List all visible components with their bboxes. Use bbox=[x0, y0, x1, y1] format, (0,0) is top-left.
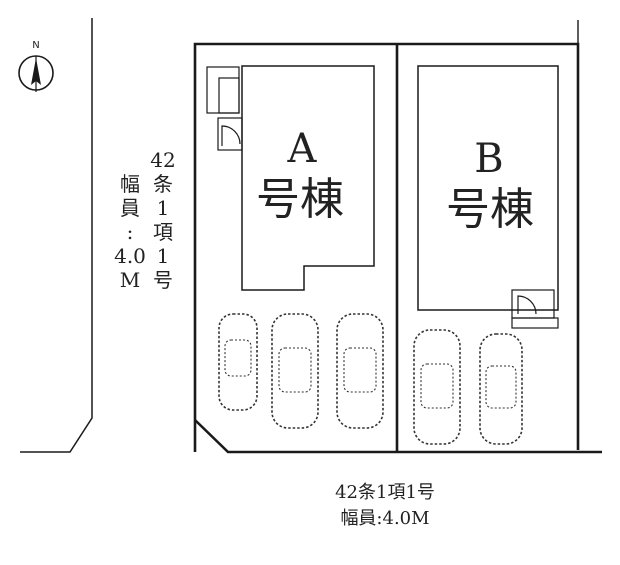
road-label-char: M bbox=[119, 268, 141, 292]
road-label-char: 員 bbox=[120, 196, 140, 220]
building-a-outline bbox=[241, 65, 375, 291]
left-road-label-col1: 42 条 1 項 1 号 bbox=[146, 148, 180, 292]
road-label-char: 1 bbox=[156, 196, 170, 220]
building-b-outline bbox=[417, 65, 559, 311]
parking-car bbox=[271, 313, 319, 429]
road-boundary-line bbox=[20, 18, 93, 453]
building-a-porch bbox=[206, 66, 240, 114]
parking-car bbox=[218, 313, 258, 411]
site-boundary bbox=[193, 42, 580, 452]
parking-car bbox=[413, 329, 461, 445]
site-bottom-line bbox=[194, 419, 602, 454]
compass-north-label: N bbox=[32, 40, 39, 51]
road-label-char: 幅 bbox=[120, 172, 140, 196]
building-a-door-swing bbox=[221, 125, 241, 146]
building-b-step bbox=[511, 317, 559, 329]
building-b-door-swing bbox=[517, 295, 537, 315]
road-label-char: : bbox=[126, 220, 134, 244]
road-label-char: 項 bbox=[153, 220, 173, 244]
building-a-letter: A bbox=[287, 126, 318, 172]
bottom-road-label-line1: 42条1項1号 bbox=[335, 482, 435, 503]
left-road-label-col2: 幅 員 : 4.0 M bbox=[110, 172, 150, 292]
parking-car bbox=[479, 333, 523, 445]
building-a-name: 号棟 bbox=[256, 174, 344, 225]
road-label-char: 42 bbox=[150, 148, 176, 172]
road-label-char: 4.0 bbox=[114, 244, 146, 268]
parking-car bbox=[336, 313, 384, 429]
building-b-letter: B bbox=[474, 136, 503, 182]
road-label-char: 条 bbox=[153, 172, 173, 196]
building-a-porch-inner bbox=[218, 77, 240, 114]
bottom-road-label-line2: 幅員:4.0M bbox=[340, 508, 430, 529]
road-label-char: 1 bbox=[156, 244, 170, 268]
building-a-door bbox=[217, 117, 243, 151]
north-arrow-icon: N bbox=[18, 40, 54, 92]
building-b-name: 号棟 bbox=[446, 184, 534, 235]
road-label-char: 号 bbox=[153, 268, 173, 292]
